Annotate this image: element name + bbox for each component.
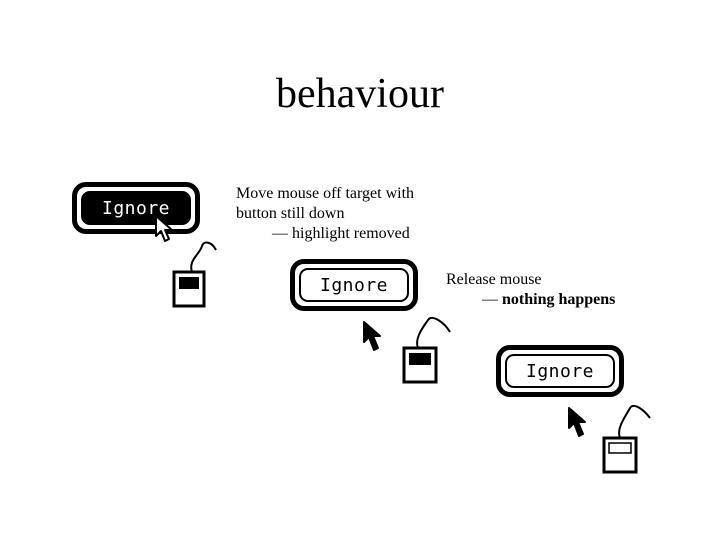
arrow-cursor-icon xyxy=(363,321,381,351)
step1-caption: Move mouse off target with button still … xyxy=(236,184,414,244)
ignore-button[interactable]: Ignore xyxy=(496,345,624,397)
arrow-cursor-icon xyxy=(568,407,586,437)
ignore-button-label: Ignore xyxy=(505,354,615,388)
mouse-button-pressed xyxy=(409,353,431,365)
step1-caption-line1: Move mouse off target with xyxy=(236,185,415,202)
mouse-icon xyxy=(602,404,651,474)
mouse-button-pressed xyxy=(179,277,199,289)
mouse-icon xyxy=(172,241,217,308)
ignore-button[interactable]: Ignore xyxy=(290,259,418,311)
step2-caption-dash: — xyxy=(482,291,498,308)
arrow-cursor-icon xyxy=(155,215,173,242)
ignore-button-label: Ignore xyxy=(299,268,409,302)
step2-caption-result: nothing happens xyxy=(502,291,616,308)
ignore-button-label: Ignore xyxy=(81,191,191,225)
ignore-button-highlighted[interactable]: Ignore xyxy=(72,182,200,234)
step2-caption-line1: Release mouse xyxy=(446,271,542,288)
step2-caption: Release mouse — nothing happens xyxy=(446,270,615,310)
mouse-icon xyxy=(402,316,451,384)
step1-caption-result: highlight removed xyxy=(292,225,410,242)
slide-title: behaviour xyxy=(276,71,444,117)
step1-caption-line2: button still down xyxy=(236,205,345,222)
step1-caption-dash: — xyxy=(272,225,288,242)
mouse-button-released xyxy=(608,442,632,454)
